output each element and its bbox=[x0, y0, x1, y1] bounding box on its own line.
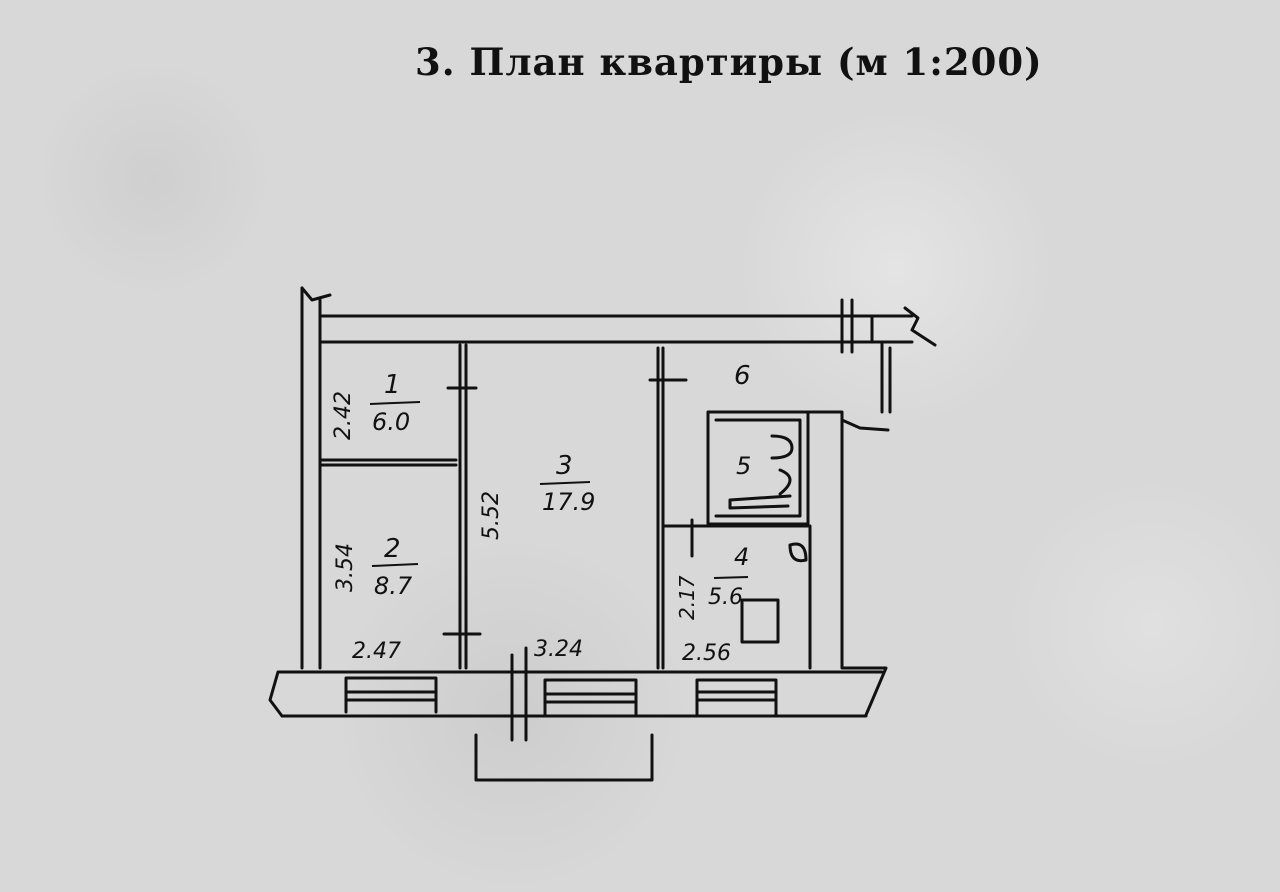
partition-r1-r2 bbox=[318, 458, 458, 467]
room2-number: 2 bbox=[384, 534, 401, 564]
right-entry-wall bbox=[880, 340, 892, 414]
kitchen-corner-fixture bbox=[788, 542, 808, 563]
stove bbox=[740, 598, 780, 644]
window-3 bbox=[695, 678, 778, 718]
bathroom-inner bbox=[714, 418, 802, 518]
room4-width: 2.17 bbox=[675, 575, 699, 620]
top-wall-tick-1 bbox=[840, 298, 854, 354]
bottom-middle-dimension: 3.24 bbox=[534, 637, 583, 662]
room2-fraction-line bbox=[371, 563, 419, 567]
room2-area: 8.7 bbox=[374, 572, 413, 600]
bottom-wall bbox=[268, 670, 884, 718]
bath-outer-wall bbox=[806, 410, 888, 717]
room1-number: 1 bbox=[384, 370, 401, 400]
balcony bbox=[474, 733, 654, 782]
room3-width: 5.52 bbox=[479, 491, 504, 540]
bath-inner-notch bbox=[840, 418, 890, 432]
left-wall-top-cap bbox=[300, 286, 332, 302]
window-2 bbox=[543, 678, 638, 716]
room5-number: 5 bbox=[736, 452, 751, 480]
room4-number: 4 bbox=[734, 543, 749, 571]
bathroom-box bbox=[706, 410, 810, 526]
kitchen-top-wall bbox=[662, 524, 812, 670]
outer-left-wall bbox=[300, 286, 322, 670]
sink-1 bbox=[770, 434, 794, 460]
room4-fraction-line bbox=[713, 576, 749, 579]
room6-number: 6 bbox=[734, 361, 751, 391]
bathtub bbox=[728, 494, 792, 510]
page-title: 3. План квартиры (м 1:200) bbox=[415, 40, 1043, 84]
window-1 bbox=[344, 676, 438, 714]
room1-width: 2.42 bbox=[331, 391, 356, 440]
bottom-center-tick bbox=[510, 646, 528, 742]
partition-r3-r4 bbox=[656, 346, 665, 670]
room4-area: 5.6 bbox=[708, 585, 743, 610]
room3-fraction-line bbox=[539, 481, 591, 485]
sink-2 bbox=[778, 468, 792, 496]
room3-area: 17.9 bbox=[542, 488, 595, 516]
room1-area: 6.0 bbox=[372, 408, 410, 436]
room1-fraction-line bbox=[369, 401, 421, 405]
top-wall-break bbox=[903, 306, 937, 347]
top-wall bbox=[318, 314, 914, 344]
room2-width: 3.54 bbox=[333, 543, 358, 592]
room3-number: 3 bbox=[556, 451, 573, 481]
bottom-right-dimension: 2.56 bbox=[682, 641, 731, 666]
partition-r1-r3 bbox=[458, 343, 468, 670]
bottom-left-dimension: 2.47 bbox=[352, 639, 401, 664]
